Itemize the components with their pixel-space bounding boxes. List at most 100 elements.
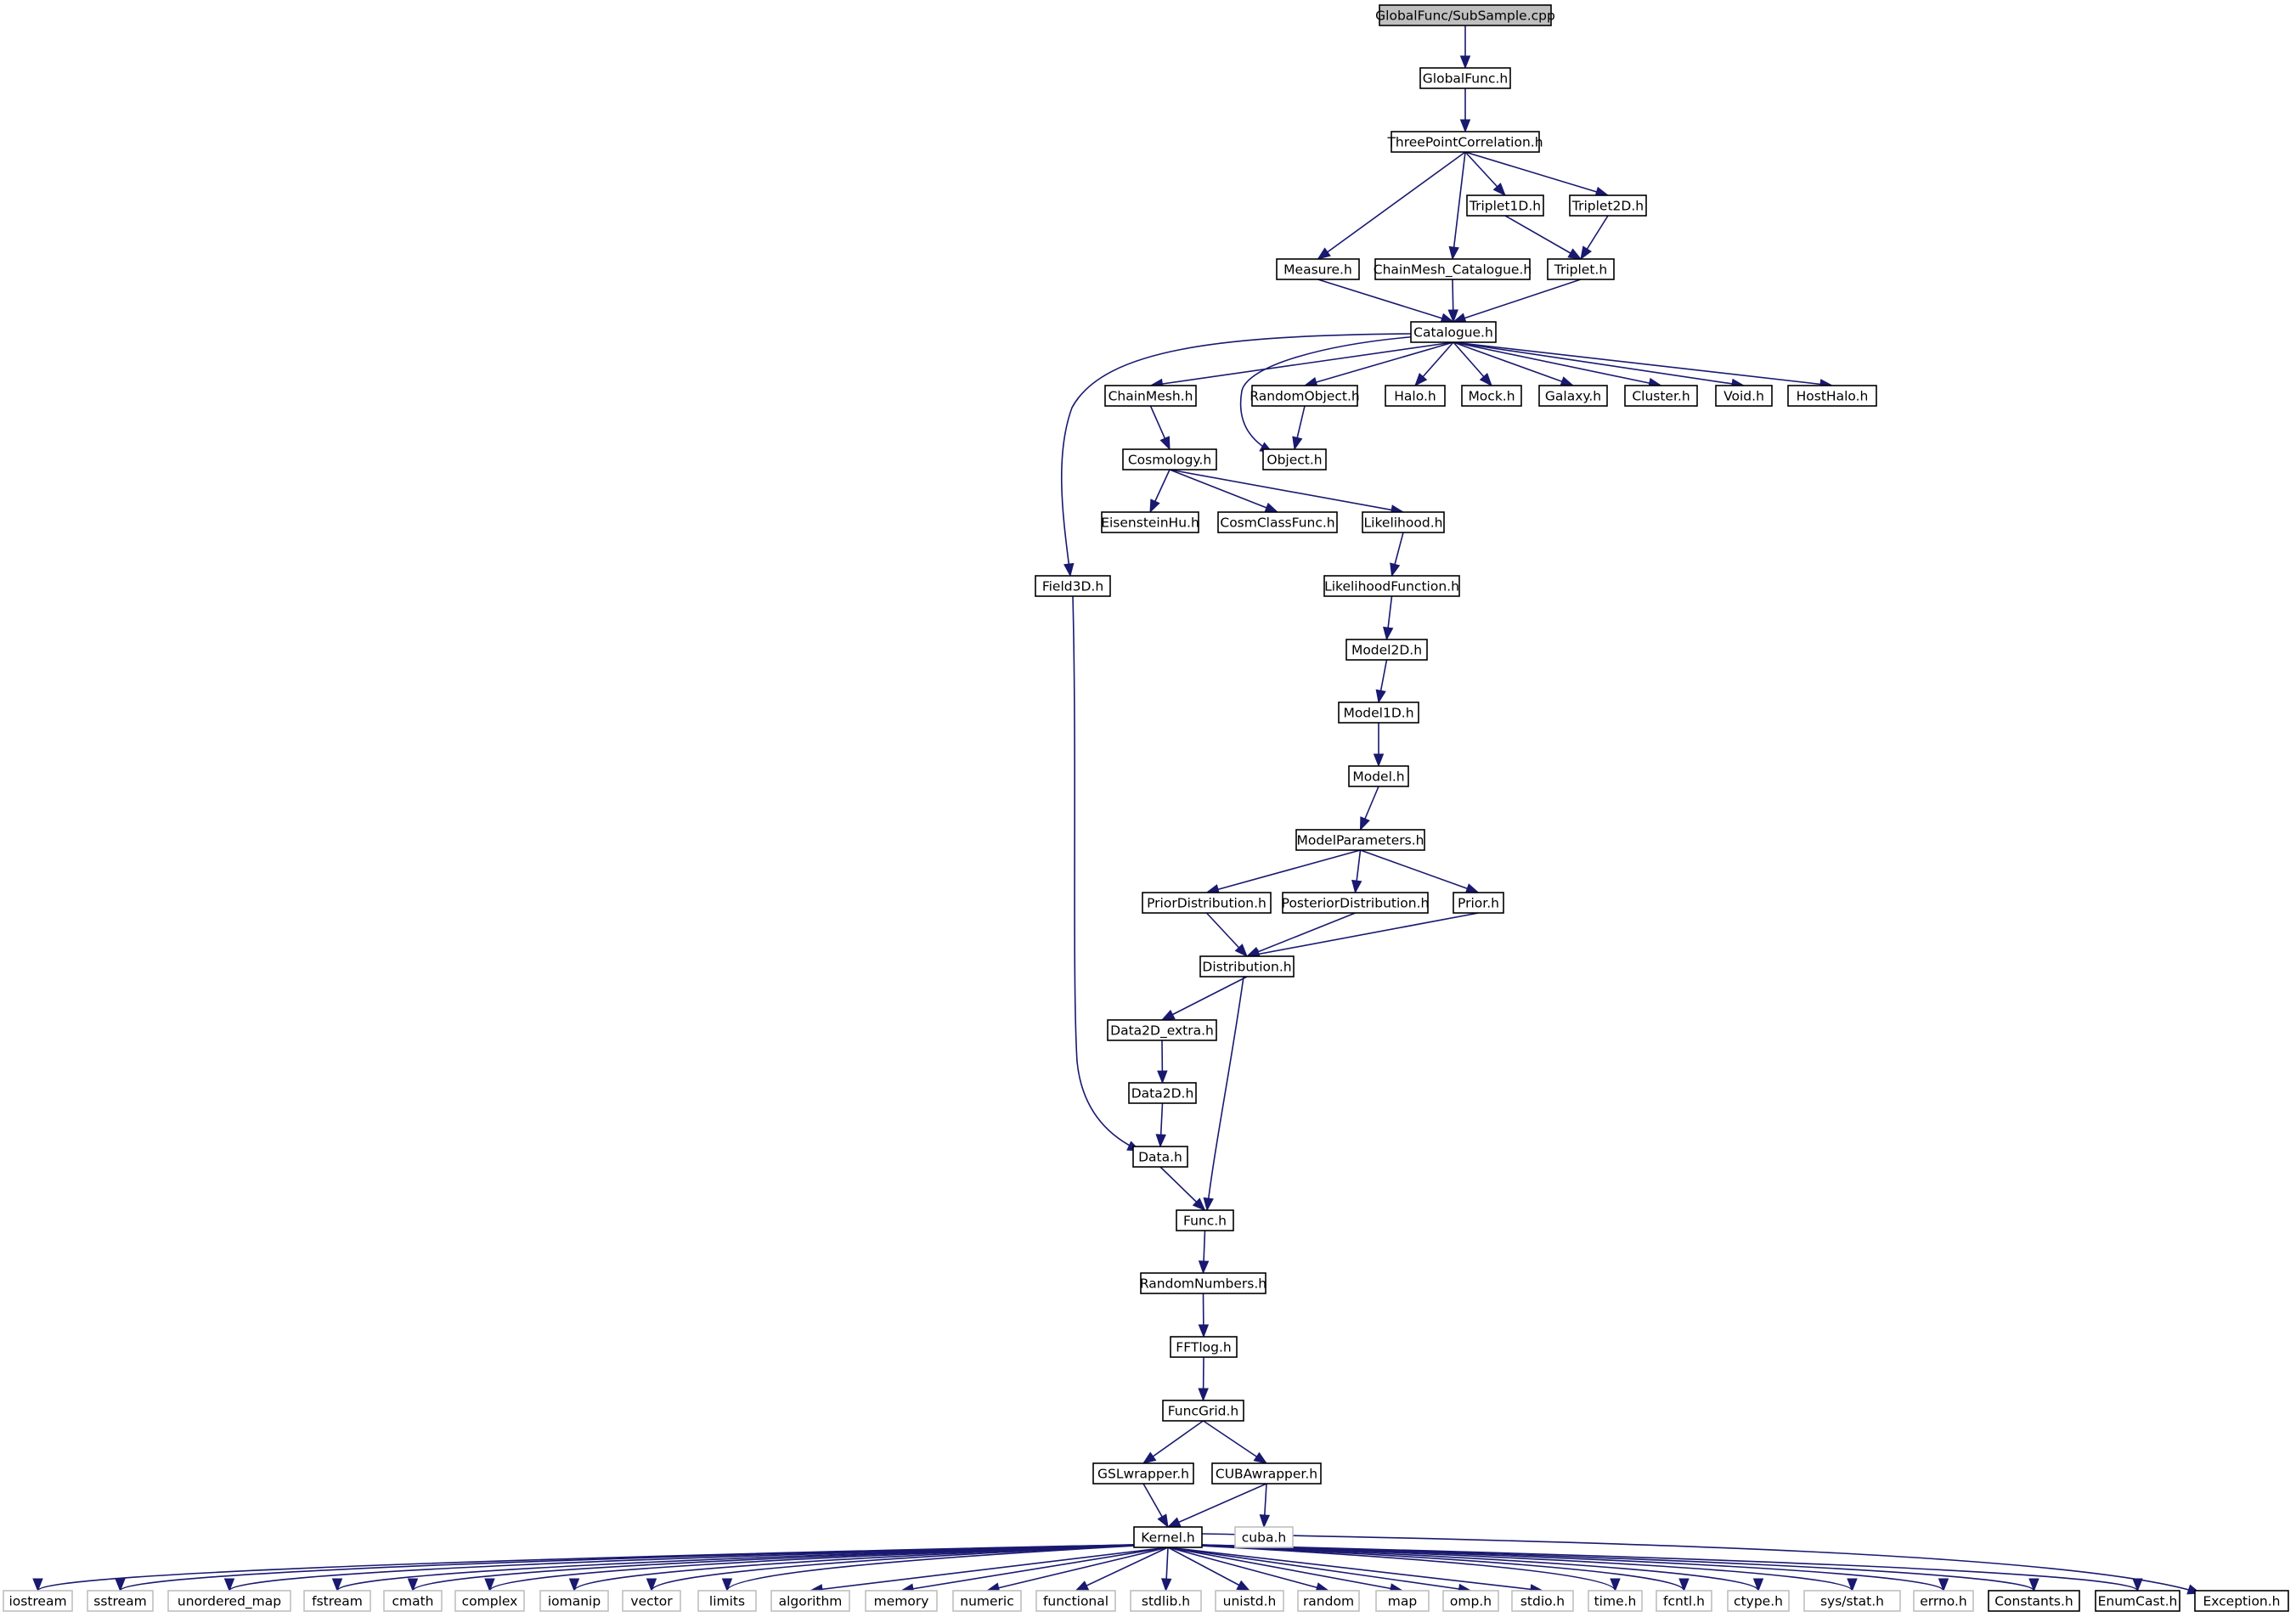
node-modelparameters[interactable]: ModelParameters.h [1295,829,1425,851]
node-label: random [1303,1594,1354,1609]
edge-field3d-to-data [1072,595,1142,1152]
edge-cosmology-to-cosmclassfunc [1169,469,1279,513]
edge-threepoint-to-triplet2d [1464,151,1610,197]
node-box [1419,67,1511,89]
node-object[interactable]: Object.h [1262,448,1327,470]
node-label: cmath [392,1594,433,1609]
edge-arrowhead [1159,436,1171,451]
node-randomnumbers[interactable]: RandomNumbers.h [1140,1272,1266,1294]
node-label: time.h [1594,1594,1637,1609]
node-funcgrid[interactable]: FuncGrid.h [1162,1400,1244,1422]
node-mock[interactable]: Mock.h [1461,385,1522,407]
edge-arrowhead [1157,1513,1169,1529]
edge-arrowhead [1198,1388,1209,1402]
node-box [1282,892,1429,914]
node-priordistribution[interactable]: PriorDistribution.h [1142,892,1272,914]
node-distribution[interactable]: Distribution.h [1199,955,1295,978]
node-label: EisensteinHu.h [1101,516,1199,531]
node-gslwrapper[interactable]: GSLwrapper.h [1092,1462,1194,1485]
node-subsample[interactable]: GlobalFunc/SubSample.cpp [1375,4,1555,26]
edge-catalogue-to-halo [1414,341,1454,387]
node-box [1122,448,1217,470]
node-model2d[interactable]: Model2D.h [1345,639,1428,661]
node-posteriordistribution[interactable]: PosteriorDistribution.h [1282,892,1430,914]
node-label: ctype.h [1734,1594,1783,1609]
node-constants[interactable]: Constants.h [1988,1590,2080,1612]
node-label: Prior.h [1458,896,1499,911]
node-eisensteinhu[interactable]: EisensteinHu.h [1101,511,1199,533]
node-triplet2d[interactable]: Triplet2D.h [1569,194,1647,217]
node-box [1133,1526,1203,1548]
node-data2d[interactable]: Data2D.h [1128,1082,1197,1104]
edge-kernel-to-unistd [1167,1547,1251,1592]
node-globalfunc[interactable]: GlobalFunc.h [1419,67,1511,89]
edge-line [573,1543,1169,1592]
node-box [454,1590,525,1612]
edge-line [1167,1543,2139,1592]
node-randomobject[interactable]: RandomObject.h [1250,385,1360,407]
node-errno: errno.h [1913,1590,1974,1612]
node-func[interactable]: Func.h [1176,1209,1234,1231]
node-chainmeshcat[interactable]: ChainMesh_Catalogue.h [1374,258,1532,280]
node-triplet[interactable]: Triplet.h [1547,258,1615,280]
node-model1d[interactable]: Model1D.h [1338,701,1419,724]
node-chainmesh[interactable]: ChainMesh.h [1104,385,1197,407]
node-box [697,1590,757,1612]
node-field3d[interactable]: Field3D.h [1035,575,1111,597]
node-cubawrapper[interactable]: CUBAwrapper.h [1211,1462,1322,1485]
node-hosthalo[interactable]: HostHalo.h [1787,385,1877,407]
node-catalogue[interactable]: Catalogue.h [1410,321,1497,343]
node-box [1215,1590,1284,1612]
node-halo[interactable]: Halo.h [1385,385,1446,407]
node-likelihoodfunction[interactable]: LikelihoodFunction.h [1323,575,1460,597]
node-cosmclassfunc[interactable]: CosmClassFunc.h [1217,511,1338,533]
edge-likelihood-to-likelihoodfunction [1390,532,1404,578]
node-galaxy[interactable]: Galaxy.h [1538,385,1608,407]
node-model[interactable]: Model.h [1348,765,1409,787]
edge-arrowhead [1198,1260,1210,1275]
node-triplet1d[interactable]: Triplet1D.h [1466,194,1544,217]
node-fftlog[interactable]: FFTlog.h [1170,1336,1238,1358]
edge-line [1317,151,1466,260]
node-box [1588,1590,1643,1612]
node-kernel[interactable]: Kernel.h [1133,1526,1203,1548]
node-cuba: cuba.h [1234,1526,1294,1548]
node-unistd: unistd.h [1215,1590,1284,1612]
edge-model2d-to-model1d [1375,659,1388,704]
node-label: Void.h [1723,389,1764,404]
node-exception[interactable]: Exception.h [2194,1590,2289,1612]
edge-funcgrid-to-gslwrapper [1142,1420,1204,1464]
node-threepoint[interactable]: ThreePointCorrelation.h [1386,131,1543,153]
node-void[interactable]: Void.h [1715,385,1773,407]
edge-arrowhead [1264,502,1279,513]
edge-arrowhead [1236,1580,1251,1592]
node-box [1988,1590,2080,1612]
node-label: sys/stat.h [1820,1594,1884,1609]
node-data2dextra[interactable]: Data2D_extra.h [1107,1019,1217,1041]
edge-arrowhead [1149,499,1160,514]
node-cosmology[interactable]: Cosmology.h [1122,448,1217,470]
edge-distribution-to-data2dextra [1160,976,1248,1021]
node-box [1442,1590,1499,1612]
node-data[interactable]: Data.h [1132,1146,1188,1168]
node-label: LikelihoodFunction.h [1324,579,1459,594]
edge-arrowhead [1198,1324,1210,1338]
edge-arrowhead [1847,1578,1858,1592]
node-box [1295,829,1425,851]
node-cluster[interactable]: Cluster.h [1624,385,1698,407]
node-label: Field3D.h [1042,579,1103,594]
edge-kernel-to-numeric [985,1547,1169,1593]
edge-line [726,1543,1169,1592]
node-box [1130,1590,1202,1612]
node-prior[interactable]: Prior.h [1453,892,1504,914]
node-unordered_map: unordered_map [167,1590,291,1612]
node-box [865,1590,938,1612]
node-likelihood[interactable]: Likelihood.h [1362,511,1445,533]
edge-triplet-to-catalogue [1452,279,1582,324]
edge-model-to-modelparameters [1359,786,1379,831]
node-box [770,1590,850,1612]
node-measure[interactable]: Measure.h [1276,258,1360,280]
edge-catalogue-to-galaxy [1453,341,1575,386]
node-box [1511,1590,1574,1612]
node-enumcast[interactable]: EnumCast.h [2095,1590,2180,1612]
